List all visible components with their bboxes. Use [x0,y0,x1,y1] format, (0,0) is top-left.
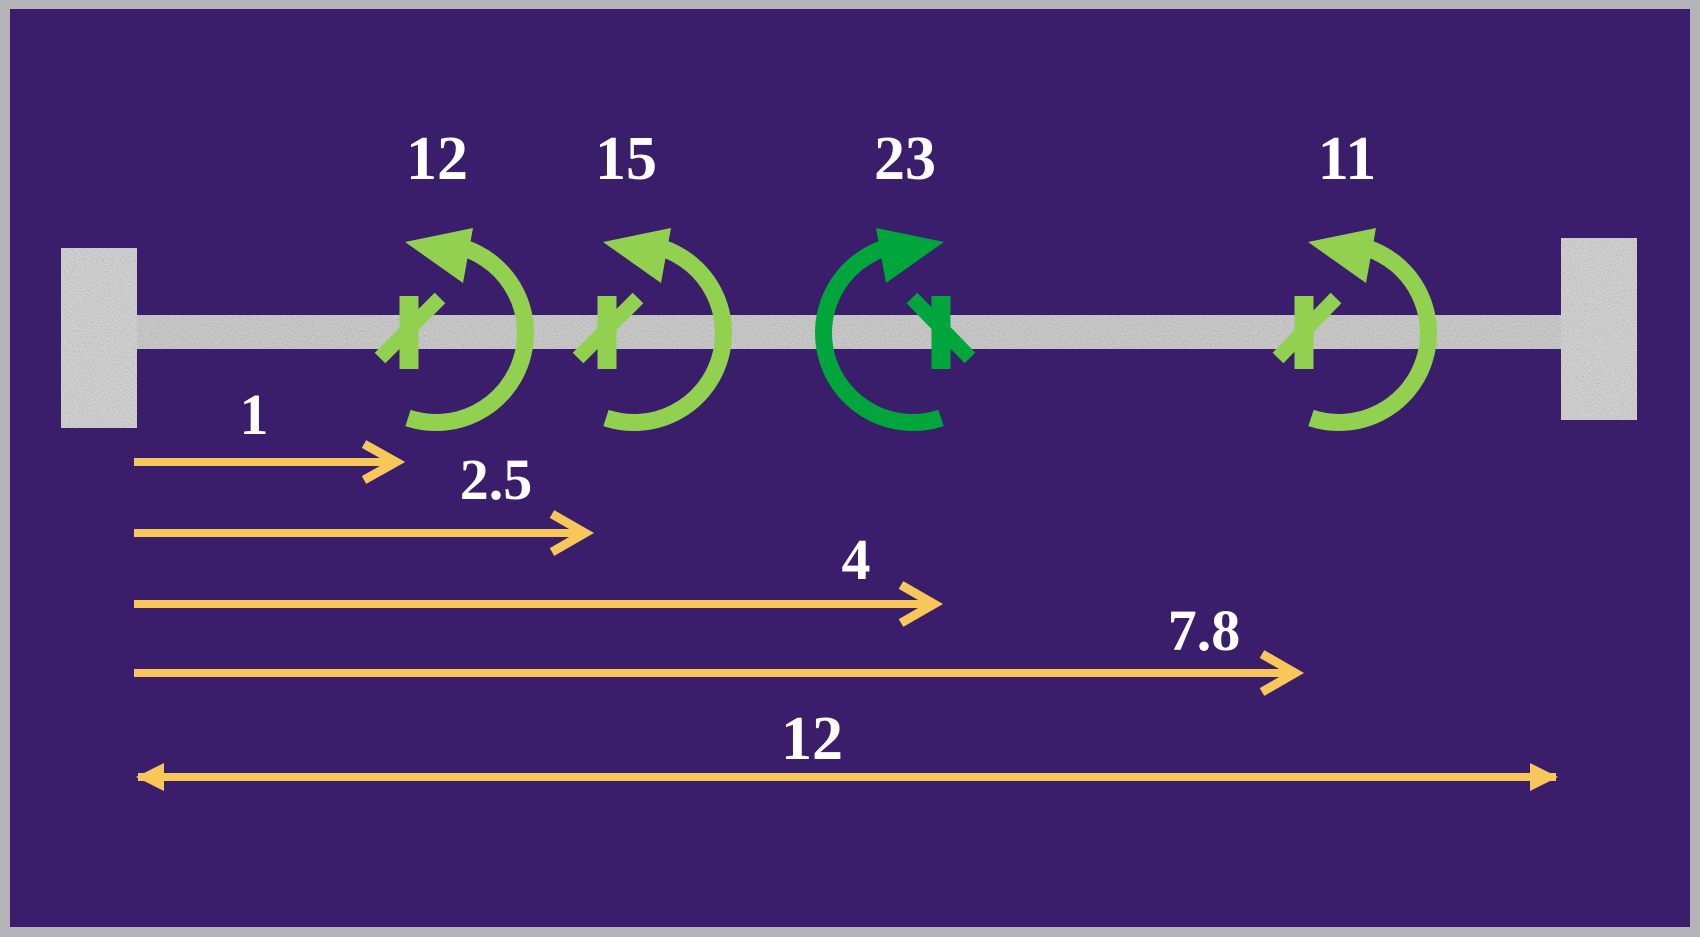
counterclockwise-arc-icon [405,239,534,431]
distance-label: 12 [781,705,843,773]
arrowhead-right-icon [1530,763,1558,791]
left-support-texture [61,248,137,428]
moment-marker: 23 [815,125,976,431]
distance-label: 7.8 [1168,598,1241,663]
arrowhead-right-icon [549,510,595,556]
distance-label: 1 [240,382,269,447]
beam [132,315,1562,349]
arrowhead-right-icon [1259,650,1305,696]
distance-arrow-double: 12 [136,705,1558,791]
moment-marker: 11 [1272,125,1437,431]
counterclockwise-arc-icon [1308,239,1437,431]
distance-arrow: 4 [134,527,944,627]
beam-texture [132,315,1562,349]
right-support [1561,238,1637,420]
arrowhead-right-icon [361,440,406,484]
distance-arrow: 2.5 [134,447,595,556]
counterclockwise-arc-icon [603,239,732,431]
clockwise-arc-icon [815,239,944,431]
arrowhead-icon [603,228,671,283]
arrowhead-icon [876,228,944,283]
moment-label: 23 [874,125,936,193]
moment-label: 15 [595,125,657,193]
arrowhead-left-icon [136,763,164,791]
distance-arrow: 7.8 [134,598,1305,696]
distance-label: 2.5 [460,447,533,512]
moment-marker: 12 [374,125,534,431]
moment-application-slash [1272,292,1342,364]
moment-label: 11 [1318,125,1377,193]
moment-label: 12 [406,125,468,193]
moment-application-slash [374,292,446,364]
distance-label: 4 [842,527,871,592]
distance-arrow: 1 [134,382,406,484]
background-panel [10,9,1690,927]
moment-marker: 15 [572,125,732,431]
moment-application-slash [906,292,976,364]
arrowhead-right-icon [898,581,944,627]
arrowhead-icon [1308,228,1376,283]
left-support [61,248,137,428]
moment-application-slash [572,292,644,364]
arrowhead-icon [405,228,473,283]
right-support-texture [1561,238,1637,420]
